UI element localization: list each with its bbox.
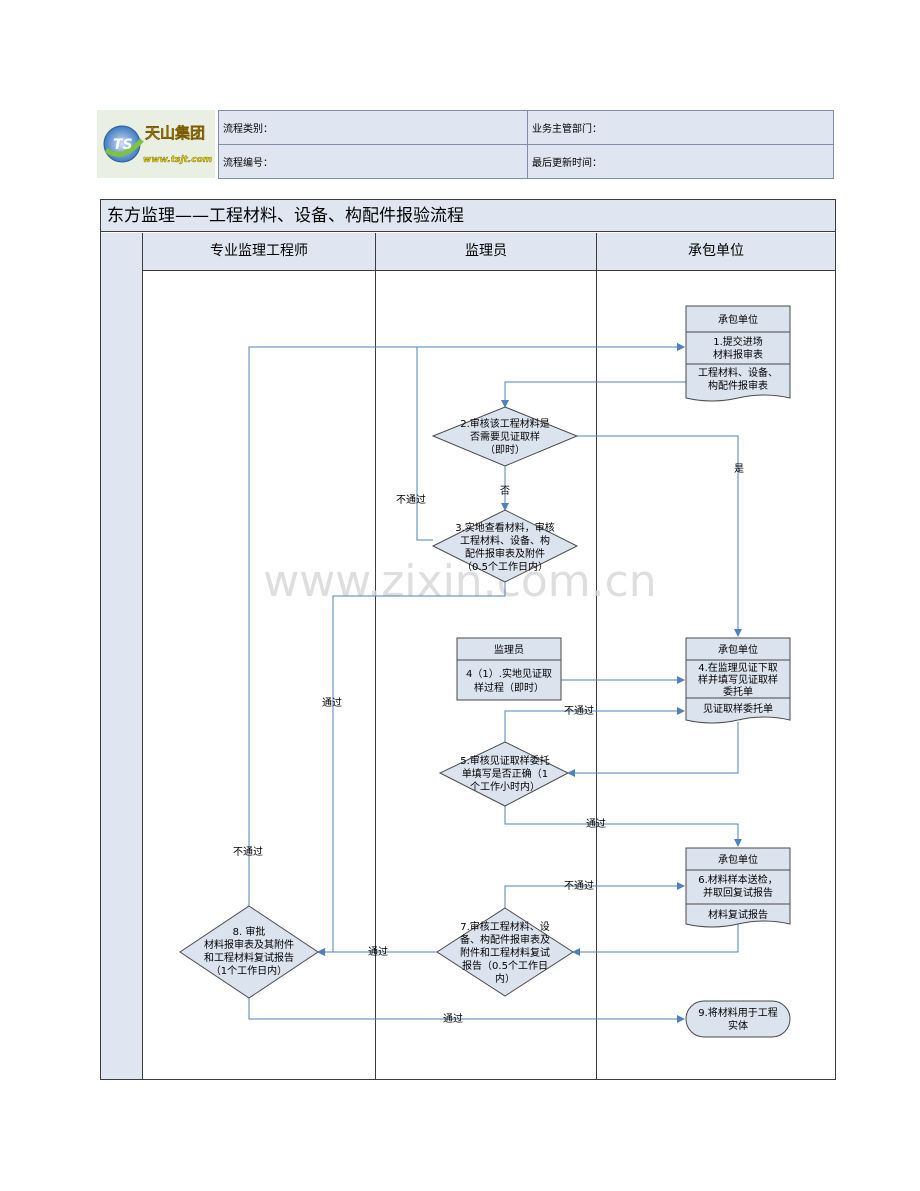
label-pass-8: 通过	[443, 1012, 463, 1025]
node-4a-line-1: 4（1）.实地见证取	[466, 667, 552, 680]
edge-2-to-4b	[577, 435, 742, 637]
node-9: 9.将材料用于工程 实体	[685, 1000, 791, 1038]
node-3-line-4: （0.5个工作日内）	[462, 560, 548, 573]
label-pass-5: 通过	[586, 817, 606, 830]
node-6-doc-1: 材料复试报告	[708, 908, 768, 921]
edge-8-fail	[248, 343, 685, 906]
lane-divider	[596, 233, 597, 1079]
company-logo: TS 天山集团 www.tsjt.com	[97, 110, 215, 178]
node-3-line-3: 配件报审表及附件	[465, 547, 545, 560]
node-2-line-1: 2.审核该工程材料是	[460, 417, 550, 430]
node-7: 7.审核工程材料、设 备、构配件报审表及 附件和工程材料复试 报告（0.5个工作…	[436, 907, 574, 997]
node-1-line-2: 材料报审表	[713, 348, 763, 361]
node-5: 5.审核见证取样委托 单填写是否正确（1 个工作小时内）	[438, 741, 570, 807]
node-8-line-3: 和工程材料复试报告	[204, 951, 294, 964]
edge-6-to-7	[572, 924, 739, 956]
node-5-line-2: 单填写是否正确（1	[462, 767, 548, 780]
edges	[248, 343, 742, 1023]
node-1-doc-2: 构配件报审表	[708, 379, 768, 392]
label-pass-7: 通过	[368, 945, 388, 958]
edge-5-pass	[504, 806, 742, 847]
node-4a-header: 监理员	[494, 643, 524, 656]
node-7-line-2: 备、构配件报审表及	[460, 933, 550, 946]
node-9-line-1: 9.将材料用于工程	[698, 1006, 778, 1019]
edge-5-fail	[504, 707, 685, 742]
node-2-line-2: 否需要见证取样	[470, 430, 540, 443]
flowchart-title: 东方监理——工程材料、设备、构配件报验流程	[101, 200, 835, 232]
node-3-line-1: 3.实地查看材料，审核	[455, 521, 555, 534]
logo-brand: 天山集团	[145, 124, 205, 142]
node-1-line-1: 1.提交进场	[713, 335, 763, 348]
logo-mark: TS	[113, 137, 133, 153]
node-5-line-3: 个工作小时内）	[470, 780, 540, 793]
node-1-doc-1: 工程材料、设备、	[698, 366, 778, 379]
node-1: 承包单位 1.提交进场 材料报审表 工程材料、设备、 构配件报审表	[685, 305, 791, 402]
label-no: 否	[500, 485, 510, 497]
label-fail-3: 不通过	[396, 493, 426, 506]
node-8-line-4: （1个工作日内）	[211, 964, 287, 977]
label-pass-3: 通过	[322, 696, 342, 709]
node-4b-line-3: 委托单	[723, 685, 753, 698]
node-7-line-5: 内）	[495, 972, 515, 985]
updated-cell: 最后更新时间：	[527, 144, 834, 179]
label-yes: 是	[734, 463, 744, 475]
flowchart-frame	[100, 199, 836, 1080]
node-8-line-1: 8. 审批	[233, 925, 266, 938]
lane-header-supervisor: 监理员	[376, 233, 596, 271]
node-4b-header: 承包单位	[718, 643, 758, 656]
department-cell: 业务主管部门：	[527, 110, 834, 145]
node-7-line-3: 附件和工程材料复试	[460, 946, 550, 959]
lane-header-engineer: 专业监理工程师	[143, 233, 375, 271]
node-1-header: 承包单位	[718, 313, 758, 326]
node-8: 8. 审批 材料报审表及其附件 和工程材料复试报告 （1个工作日内）	[179, 905, 319, 999]
label-fail-5: 不通过	[564, 704, 594, 717]
node-3: 3.实地查看材料，审核 工程材料、设备、构 配件报审表及附件 （0.5个工作日内…	[431, 509, 579, 583]
node-7-line-1: 7.审核工程材料、设	[460, 920, 550, 933]
node-3-line-2: 工程材料、设备、构	[460, 534, 550, 547]
node-4b-doc-1: 见证取样委托单	[703, 702, 773, 715]
node-6-line-2: 并取回复试报告	[703, 886, 773, 899]
node-4a: 监理员 4（1）.实地见证取 样过程（即时）	[456, 637, 562, 701]
node-6-header: 承包单位	[718, 853, 758, 866]
node-2: 2.审核该工程材料是 否需要见证取样 （即时）	[431, 406, 579, 467]
label-fail-8: 不通过	[233, 845, 263, 858]
node-4b-line-2: 样并填写见证取样	[698, 673, 778, 686]
node-2-line-3: （即时）	[485, 444, 525, 456]
label-fail-7: 不通过	[564, 879, 594, 892]
left-strip	[101, 233, 143, 1079]
node-8-line-2: 材料报审表及其附件	[204, 938, 294, 951]
process-info-table: 流程类别： 业务主管部门： 流程编号： 最后更新时间：	[218, 110, 834, 179]
node-6-line-1: 6.材料样本送检，	[698, 873, 778, 886]
node-7-line-4: 报告（0.5个工作日	[462, 959, 548, 972]
lane-header-contractor: 承包单位	[597, 233, 835, 271]
node-6: 承包单位 6.材料样本送检， 并取回复试报告 材料复试报告	[685, 847, 791, 928]
node-4b-line-1: 4.在监理见证下取	[698, 661, 778, 674]
edge-8-pass	[248, 998, 685, 1023]
lane-divider	[375, 233, 376, 1079]
number-cell: 流程编号：	[218, 144, 528, 179]
node-9-line-2: 实体	[728, 1019, 748, 1032]
watermark: www.zixin.com.cn	[263, 556, 656, 607]
logo-url: www.tsjt.com	[143, 155, 212, 165]
edge-4b-to-5	[567, 722, 739, 777]
node-5-line-1: 5.审核见证取样委托	[460, 754, 550, 767]
node-4b: 承包单位 4.在监理见证下取 样并填写见证取样 委托单 见证取样委托单	[685, 637, 791, 724]
node-4a-line-2: 样过程（即时）	[474, 681, 544, 694]
edge-7-fail	[504, 882, 685, 908]
